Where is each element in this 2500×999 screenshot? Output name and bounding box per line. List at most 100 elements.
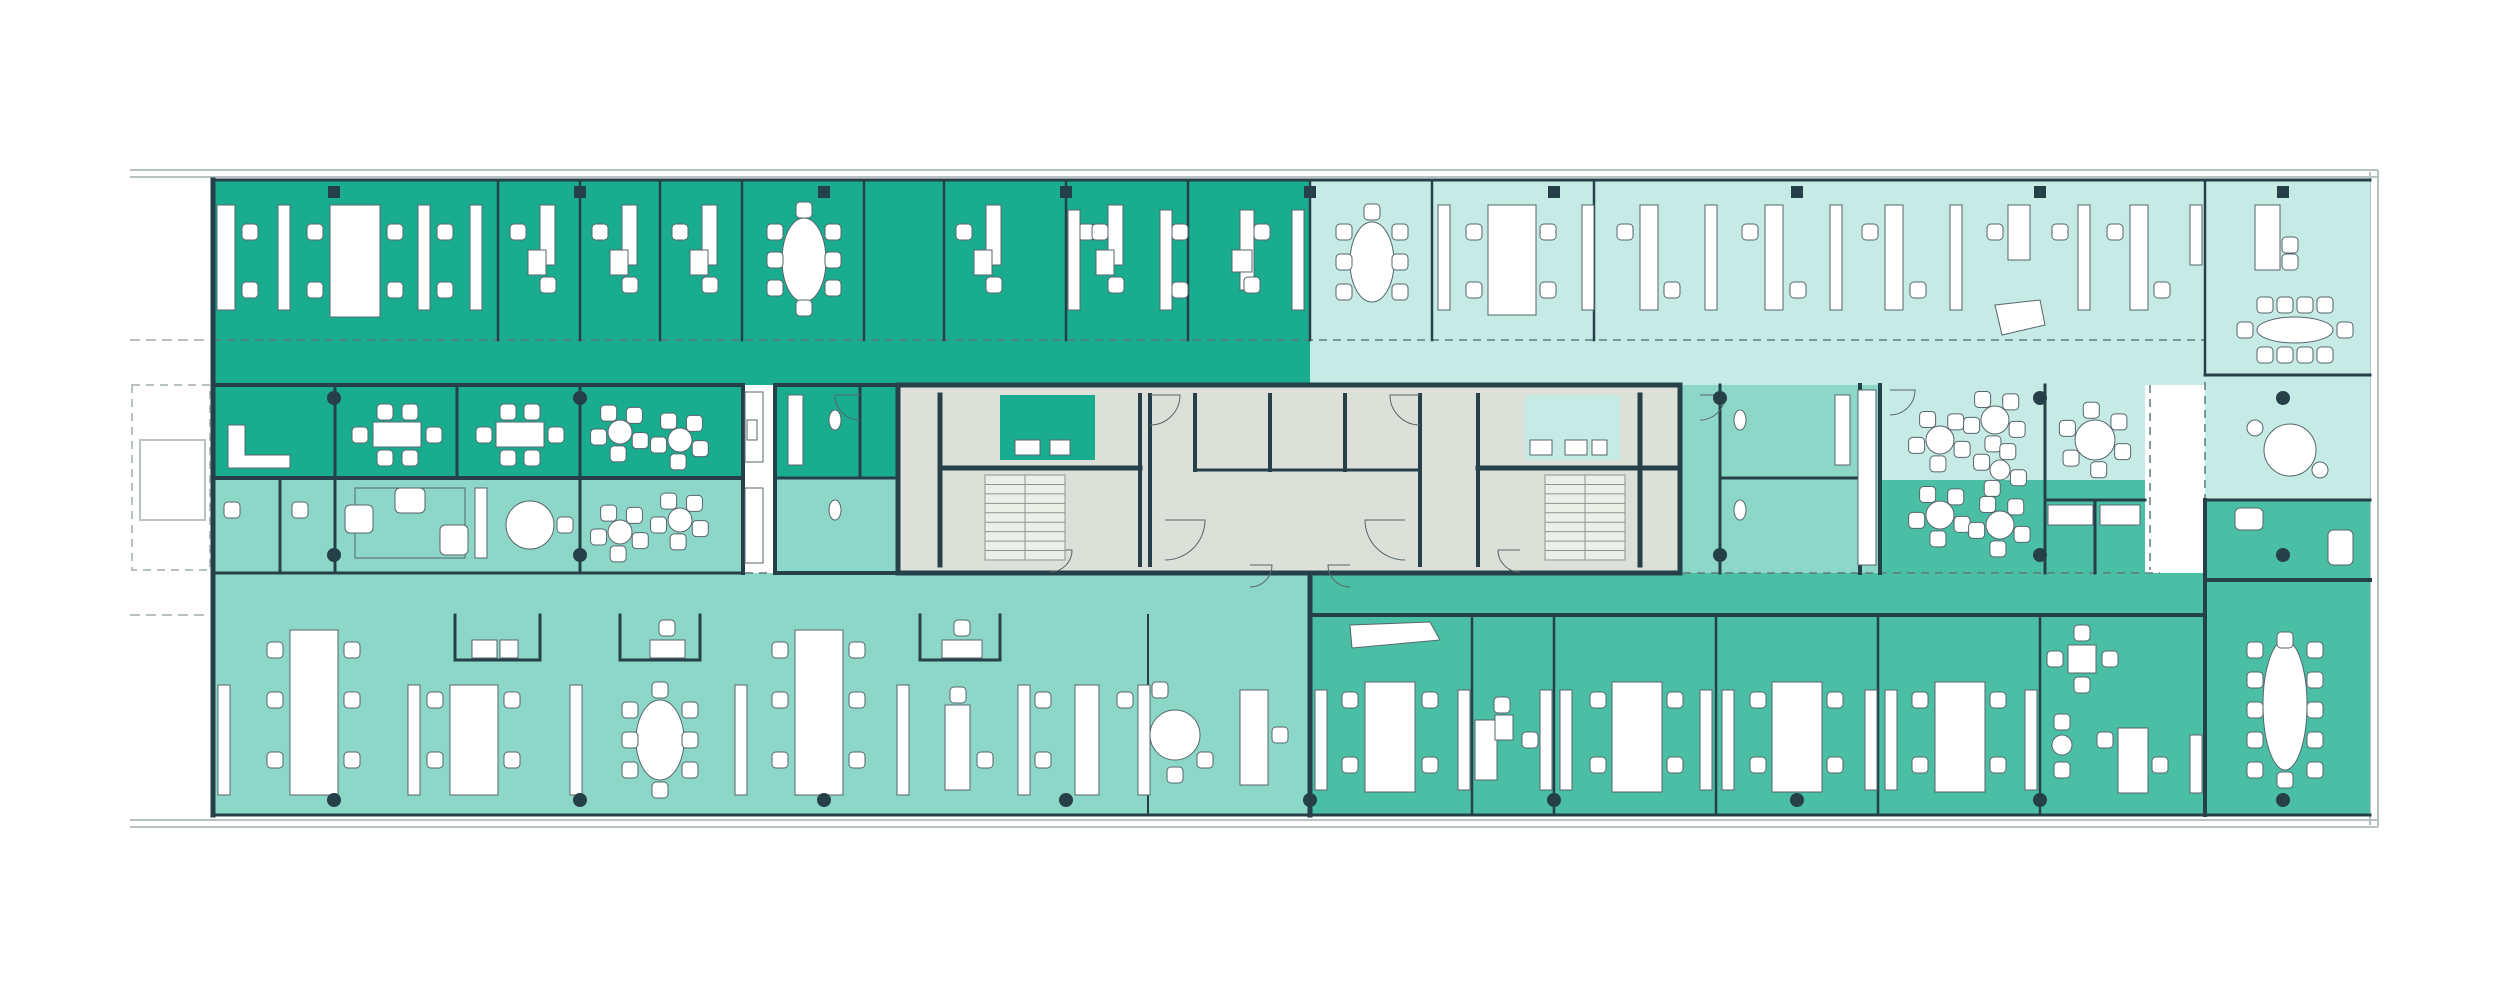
round-table-icon	[667, 427, 693, 453]
desk-icon	[407, 684, 421, 796]
desk-icon	[1611, 681, 1663, 793]
column-icon	[1059, 793, 1073, 807]
chair-icon	[2106, 223, 2124, 241]
chair-icon	[1908, 511, 1926, 529]
chair-icon	[1989, 540, 2007, 558]
desk-icon	[944, 704, 971, 791]
chair-icon	[771, 641, 789, 659]
chair-icon	[1947, 488, 1965, 506]
chair-icon	[681, 731, 699, 749]
chair-icon	[669, 533, 687, 551]
chair-icon	[600, 504, 618, 522]
stool-icon	[2311, 461, 2329, 479]
chair-icon	[771, 751, 789, 769]
chair-icon	[2306, 671, 2324, 689]
desk-icon	[1474, 719, 1498, 781]
desk-icon	[794, 629, 844, 796]
chair-icon	[621, 731, 639, 749]
chair-icon	[824, 223, 842, 241]
chair-icon	[681, 761, 699, 779]
desk-icon	[1074, 684, 1100, 796]
chair-icon	[1589, 756, 1607, 774]
chair-icon	[2053, 761, 2071, 779]
chair-icon	[539, 276, 557, 294]
chair-icon	[2306, 731, 2324, 749]
zone-core-meeting	[1000, 395, 1095, 460]
chair-icon	[1999, 443, 2017, 461]
column-icon	[573, 793, 587, 807]
round-table-icon	[607, 419, 633, 445]
chair-icon	[691, 440, 709, 458]
desk-icon	[1487, 204, 1537, 316]
chair-icon	[701, 276, 719, 294]
chair-icon	[848, 641, 866, 659]
desk-icon	[787, 394, 804, 466]
toilet-icon	[1733, 409, 1747, 431]
desk-icon	[1014, 439, 1041, 456]
desk-icon	[2099, 504, 2141, 526]
chair-icon	[766, 279, 784, 297]
desk-icon	[372, 421, 422, 448]
desk-icon	[495, 421, 545, 448]
desk-icon	[2189, 734, 2203, 794]
chair-icon	[1947, 413, 1965, 431]
chair-icon	[795, 299, 813, 317]
round-table-icon	[1925, 425, 1955, 455]
desk-icon	[1884, 204, 1904, 311]
desk-icon	[1559, 689, 1573, 791]
chair-icon	[1421, 756, 1439, 774]
column-icon	[1547, 793, 1561, 807]
door-swing-icon	[1889, 389, 1916, 416]
chair-icon	[685, 494, 703, 512]
sofa-icon	[227, 424, 291, 469]
column-icon	[2276, 548, 2290, 562]
desk-icon	[1864, 689, 1878, 791]
chair-icon	[621, 276, 639, 294]
exterior-outline	[130, 169, 2379, 828]
chair-icon	[401, 449, 419, 467]
chair-icon	[1465, 223, 1483, 241]
chair-icon	[1034, 751, 1052, 769]
chair-icon	[1521, 731, 1539, 749]
chair-icon	[306, 223, 324, 241]
chair-icon	[343, 691, 361, 709]
chair-icon	[1091, 223, 1109, 241]
chair-icon	[2276, 346, 2294, 364]
desk-icon	[973, 249, 993, 276]
desk-icon	[649, 639, 686, 659]
chair-icon	[985, 276, 1003, 294]
desk-icon	[474, 487, 488, 559]
desk-icon	[1494, 714, 1514, 741]
desk-icon	[216, 204, 236, 311]
chair-icon	[547, 426, 565, 444]
column-icon	[2034, 186, 2046, 198]
chair-icon	[1989, 756, 2007, 774]
desk-icon	[1049, 439, 1071, 456]
column-icon	[1303, 793, 1317, 807]
chair-icon	[2306, 761, 2324, 779]
desk-icon	[469, 204, 483, 311]
column-icon	[1304, 186, 1316, 198]
meeting-table-icon	[2256, 316, 2334, 344]
chair-icon	[1974, 390, 1992, 408]
chair-icon	[1253, 223, 1271, 241]
chair-icon	[1789, 281, 1807, 299]
chair-icon	[2256, 296, 2274, 314]
chair-icon	[1666, 691, 1684, 709]
chair-icon	[266, 691, 284, 709]
desk-icon	[941, 639, 983, 659]
door-swing-icon	[1364, 519, 1406, 561]
chair-icon	[2007, 498, 2025, 516]
chair-icon	[1151, 681, 1169, 699]
column-icon	[2033, 548, 2047, 562]
chair-icon	[2110, 413, 2128, 431]
chair-icon	[2051, 223, 2069, 241]
chair-icon	[658, 619, 676, 637]
armchair-icon	[394, 487, 426, 514]
chair-icon	[1539, 223, 1557, 241]
desk-icon	[1721, 689, 1735, 791]
chair-icon	[1986, 223, 2004, 241]
chair-icon	[376, 449, 394, 467]
desk-icon	[1704, 204, 1718, 311]
column-icon	[2277, 186, 2289, 198]
